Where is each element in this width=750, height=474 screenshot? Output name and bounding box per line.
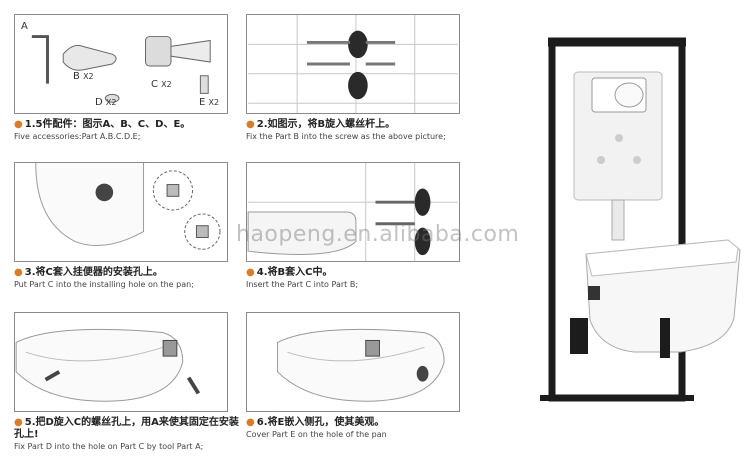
part-a-label: A (21, 21, 28, 32)
part-e-letter: E (199, 97, 205, 108)
step-2-en: Fix the Part B into the screw as the abo… (246, 131, 476, 143)
step-2-caption: ●2.如图示，将B旋入螺丝杆上。 Fix the Part B into the… (246, 119, 476, 143)
step-5-illustration (14, 312, 228, 412)
part-c-count: X2 (161, 80, 172, 89)
pan-hole (96, 184, 114, 202)
part-d-label: D X2 (95, 97, 116, 108)
step-4-zh: 4.将B套入C中。 (257, 267, 333, 278)
part-d-letter: D (95, 97, 103, 108)
parts-drawing (15, 15, 227, 113)
part-c-shape (146, 37, 171, 66)
wall-hole-bottom (348, 72, 368, 99)
bullet-icon: ● (14, 267, 23, 278)
step-6-en: Cover Part E on the hole of the pan (246, 429, 476, 441)
allen-key-shape (32, 37, 48, 84)
step-3-zh: 3.将C套入挂便器的安装孔上。 (25, 267, 163, 278)
step-4-caption: ●4.将B套入C中。 Insert the Part C into Part B… (246, 267, 476, 291)
bullet-icon: ● (14, 417, 23, 428)
step-4-illustration (246, 162, 460, 262)
step-1-caption: ●1.5件配件：图示A、B、C、D、E。 Five accessories:Pa… (14, 119, 244, 143)
step-2-zh: 2.如图示，将B旋入螺丝杆上。 (257, 119, 395, 130)
step-3-caption: ●3.将C套入挂便器的安装孔上。 Put Part C into the ins… (14, 267, 244, 291)
bullet-icon: ● (246, 267, 255, 278)
part-b-shape (63, 45, 116, 70)
bullet-icon: ● (14, 119, 23, 130)
step-1-en: Five accessories:Part A.B.C.D.E; (14, 131, 244, 143)
watermark: haopeng.en.alibaba.com (236, 222, 519, 247)
bullet-icon: ● (246, 417, 255, 428)
step-5-caption: ●5.把D旋入C的螺丝孔上，用A来使其固定在安装孔上! Fix Part D i… (14, 417, 244, 453)
step-6-caption: ●6.将E嵌入侧孔，使其美观。 Cover Part E on the hole… (246, 417, 476, 441)
part-b-label: B X2 (73, 71, 94, 82)
part-b-letter: B (73, 71, 80, 82)
side-hole (588, 286, 600, 300)
part-b-count: X2 (83, 72, 94, 81)
step-2-illustration (246, 14, 460, 114)
step-3-en: Put Part C into the installing hole on t… (14, 279, 244, 291)
step-1-illustration: A B X2 C X2 D X2 E X2 (14, 14, 228, 114)
step-1-zh: 1.5件配件：图示A、B、C、D、E。 (25, 119, 191, 130)
step-3-illustration (14, 162, 228, 262)
step-6-illustration (246, 312, 460, 412)
part-c-letter: C (151, 79, 158, 90)
step-5-en: Fix Part D into the hole on Part C by to… (14, 441, 244, 453)
part-e-label: E X2 (199, 97, 219, 108)
part-c-label: C X2 (151, 79, 172, 90)
bullet-icon: ● (246, 119, 255, 130)
part-e-count: X2 (209, 98, 220, 107)
part-d-count: X2 (106, 98, 117, 107)
step-6-zh: 6.将E嵌入侧孔，使其美观。 (257, 417, 385, 428)
wall-hole-top (348, 31, 368, 58)
step-4-en: Insert the Part C into Part B; (246, 279, 476, 291)
part-e-shape (200, 76, 208, 94)
toilet-frame-product-image (530, 0, 750, 474)
flush-button (615, 83, 643, 107)
step-5-zh: 5.把D旋入C的螺丝孔上，用A来使其固定在安装孔上! (14, 417, 239, 440)
